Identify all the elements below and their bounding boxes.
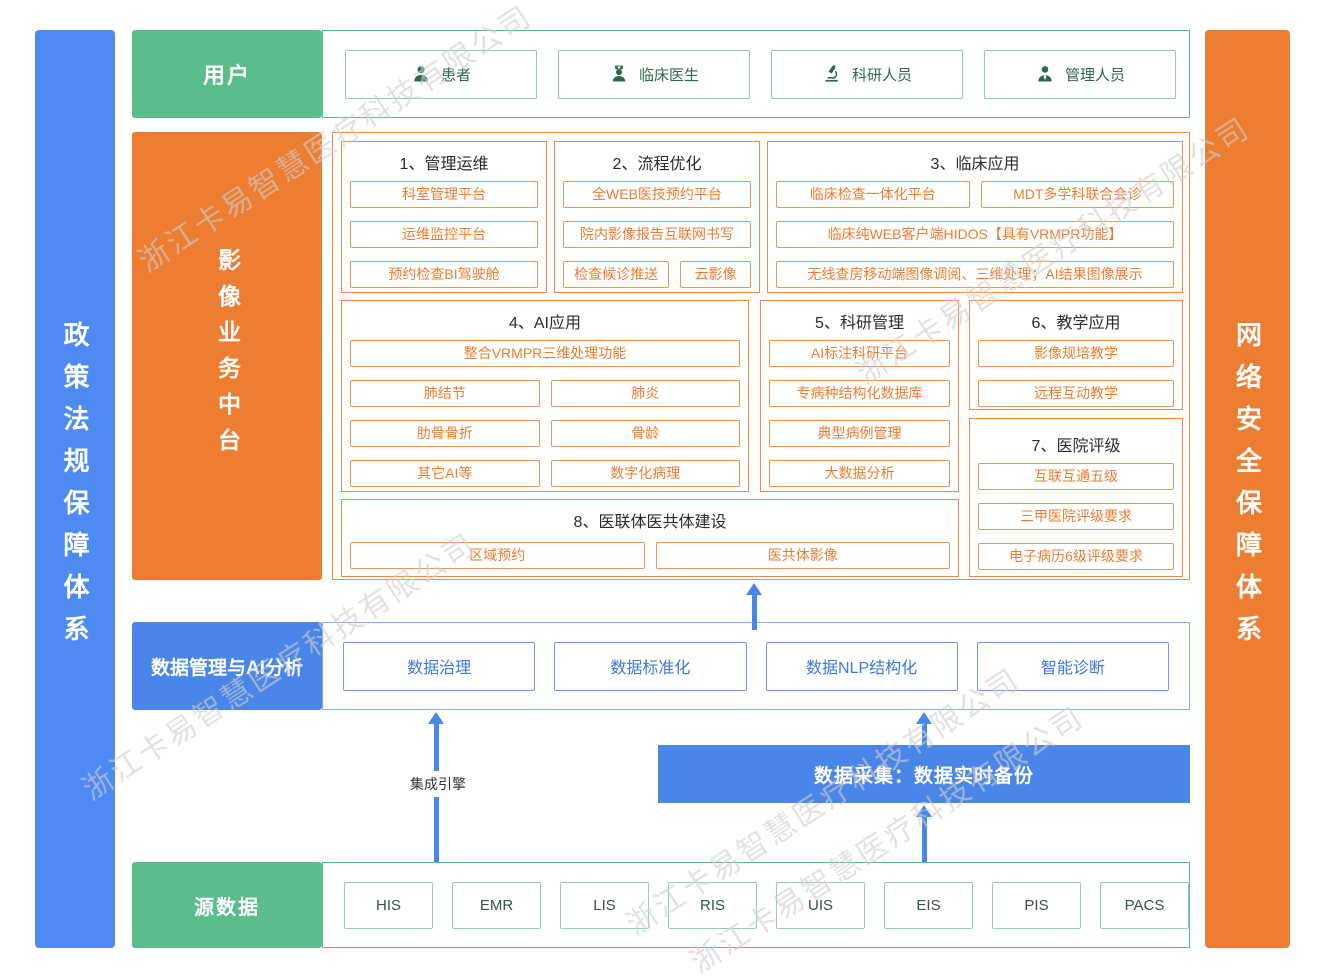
platform-item: 云影像 xyxy=(680,261,751,288)
user-item-patient: 患者 xyxy=(345,49,537,99)
data-mgmt-container: 数据治理 数据标准化 数据NLP结构化 智能诊断 xyxy=(322,622,1190,710)
user-item-label: 管理人员 xyxy=(1064,66,1125,84)
user-item-label: 患者 xyxy=(440,66,471,84)
section-teaching-application: 6、教学应用 影像规培教学 远程互动教学 xyxy=(969,300,1183,410)
policy-regulation-sidebar: 政策法规保障体系 xyxy=(35,30,115,948)
section-medical-alliance: 8、医联体医共体建设 区域预约 医共体影像 xyxy=(341,499,959,577)
section-title: 6、教学应用 xyxy=(1031,315,1121,332)
data-mgmt-layer-label: 数据管理与AI分析 xyxy=(132,622,322,710)
patient-icon xyxy=(411,64,431,84)
source-system-his: HIS xyxy=(344,881,433,929)
source-system-pacs: PACS xyxy=(1100,881,1189,929)
section-process-optimization: 2、流程优化 全WEB医技预约平台 院内影像报告互联网书写 检查候诊推送 云影像 xyxy=(554,141,760,293)
arrow-collection-to-data-mgmt xyxy=(916,712,932,745)
platform-item: 影像规培教学 xyxy=(978,340,1174,367)
network-security-label: 网络安全保障体系 xyxy=(1232,321,1263,657)
platform-item: 骨龄 xyxy=(550,420,740,447)
data-mgmt-item: 数据治理 xyxy=(343,641,536,691)
platform-item: 科室管理平台 xyxy=(350,181,538,208)
section-title: 4、AI应用 xyxy=(508,315,582,332)
policy-regulation-label: 政策法规保障体系 xyxy=(60,321,90,657)
section-title: 5、科研管理 xyxy=(815,315,904,332)
user-item-label: 临床医生 xyxy=(638,66,699,84)
user-item-researcher: 科研人员 xyxy=(771,49,963,99)
platform-item: MDT多学科联合会诊 xyxy=(980,181,1174,208)
doctor-icon xyxy=(609,64,629,84)
platform-item: 专病种结构化数据库 xyxy=(769,380,950,407)
arrow-source-to-collection xyxy=(916,805,932,862)
section-management-ops: 1、管理运维 科室管理平台 运维监控平台 预约检查BI驾驶舱 xyxy=(341,141,547,293)
admin-person-icon xyxy=(1035,64,1055,84)
platform-item: 临床纯WEB客户端HIDOS【具有VRMPR功能】 xyxy=(776,221,1174,248)
platform-item: 医共体影像 xyxy=(655,542,950,569)
platform-item: 数字化病理 xyxy=(550,460,740,487)
platform-item: 典型病例管理 xyxy=(769,420,950,447)
integration-engine-label: 集成引擎 xyxy=(399,771,477,797)
section-clinical-application: 3、临床应用 临床检查一体化平台 MDT多学科联合会诊 临床纯WEB客户端HID… xyxy=(767,141,1183,293)
source-system-eis: EIS xyxy=(884,881,973,929)
section-title: 2、流程优化 xyxy=(612,156,702,173)
source-data-container: HIS EMR LIS RIS UIS EIS PIS PACS xyxy=(322,862,1190,948)
platform-item: 临床检查一体化平台 xyxy=(776,181,970,208)
user-item-clinician: 临床医生 xyxy=(558,49,750,99)
section-research-management: 5、科研管理 AI标注科研平台 专病种结构化数据库 典型病例管理 大数据分析 xyxy=(760,300,959,492)
source-system-uis: UIS xyxy=(776,881,865,929)
platform-item: 远程互动教学 xyxy=(978,380,1174,407)
data-collection-bar: 数据采集：数据实时备份 xyxy=(658,745,1190,803)
user-item-label: 科研人员 xyxy=(851,66,912,84)
source-system-pis: PIS xyxy=(992,881,1081,929)
section-ai-application: 4、AI应用 整合VRMPR三维处理功能 肺结节 肺炎 肋骨骨折 骨龄 其它AI… xyxy=(341,300,749,492)
section-title: 8、医联体医共体建设 xyxy=(573,514,727,531)
platform-item: 互联互通五级 xyxy=(978,463,1174,490)
platform-item: AI标注科研平台 xyxy=(769,340,950,367)
users-container: 患者 临床医生 科研人员 管理人员 xyxy=(322,30,1190,118)
platform-container: 1、管理运维 科室管理平台 运维监控平台 预约检查BI驾驶舱 2、流程优化 全W… xyxy=(332,132,1190,580)
section-title: 3、临床应用 xyxy=(930,156,1020,173)
platform-item: 院内影像报告互联网书写 xyxy=(563,221,751,248)
platform-item: 肺结节 xyxy=(350,380,540,407)
platform-item: 三甲医院评级要求 xyxy=(978,503,1174,530)
platform-item: 检查候诊推送 xyxy=(563,261,670,288)
source-system-emr: EMR xyxy=(452,881,541,929)
platform-item: 运维监控平台 xyxy=(350,221,538,248)
platform-item: 整合VRMPR三维处理功能 xyxy=(350,340,740,367)
users-layer-label: 用户 xyxy=(132,30,322,118)
data-mgmt-item: 数据标准化 xyxy=(554,641,747,691)
source-system-lis: LIS xyxy=(560,881,649,929)
platform-item: 其它AI等 xyxy=(350,460,540,487)
data-mgmt-item: 数据NLP结构化 xyxy=(765,641,958,691)
network-security-sidebar: 网络安全保障体系 xyxy=(1205,30,1290,948)
user-item-manager: 管理人员 xyxy=(984,49,1176,99)
platform-item: 肋骨骨折 xyxy=(350,420,540,447)
section-title: 7、医院评级 xyxy=(1031,438,1121,455)
platform-layer-label: 影像业务中台 xyxy=(132,132,322,580)
platform-item: 无线查房移动端图像调阅、三维处理；AI结果图像展示 xyxy=(776,261,1174,288)
platform-item: 电子病历6级评级要求 xyxy=(978,543,1174,570)
platform-item: 大数据分析 xyxy=(769,460,950,487)
data-mgmt-item: 智能诊断 xyxy=(976,641,1169,691)
microscope-icon xyxy=(822,64,842,84)
platform-item: 预约检查BI驾驶舱 xyxy=(350,261,538,288)
platform-item: 全WEB医技预约平台 xyxy=(563,181,751,208)
arrow-up-to-platform xyxy=(746,583,762,630)
platform-item: 区域预约 xyxy=(350,542,645,569)
source-system-ris: RIS xyxy=(668,881,757,929)
section-title: 1、管理运维 xyxy=(399,156,489,173)
platform-layer-label-text: 影像业务中台 xyxy=(214,248,241,464)
section-hospital-rating: 7、医院评级 互联互通五级 三甲医院评级要求 电子病历6级评级要求 xyxy=(969,418,1183,577)
source-data-layer-label: 源数据 xyxy=(132,862,322,948)
platform-item: 肺炎 xyxy=(550,380,740,407)
